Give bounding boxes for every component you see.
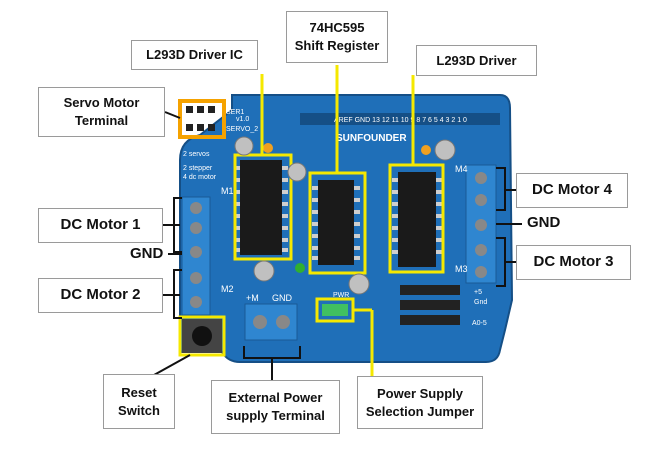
callout-power-jumper: Power Supply Selection Jumper [357,376,483,429]
board-text-dc: 4 dc motor [183,174,217,181]
servo-terminal-line2: Terminal [74,113,129,128]
board-text-stepper: 2 stepper [183,165,213,172]
top-header [300,113,500,125]
reset-button-graphic [182,319,222,353]
capacitors [234,136,456,295]
power-label-m: +M [246,293,259,303]
black-leaders [153,111,522,380]
board-text-servos: 2 servos [183,151,210,158]
dc-motor-2-text: DC Motor 2 [60,286,141,304]
shift-register-line1: 74HC595 [309,20,365,36]
gnd-right-text: GND [527,214,561,231]
power-jumper-graphic [322,304,348,316]
external-power-line1: External Power [228,390,323,406]
port-label-m1: M1 [221,186,234,196]
chip-ic1 [234,160,288,255]
servo-label-2: SERVO_2 [226,126,258,133]
servo-label-1: SER1 [226,109,244,116]
ext-power-terminal [244,303,298,341]
callout-reset-switch: Reset Switch [103,374,175,429]
chip-shift-register [312,180,360,265]
gnd-left-text: GND [130,245,164,262]
callout-dc-motor-2: DC Motor 2 [38,278,163,313]
servo-header [178,99,226,139]
analog-header [400,285,460,325]
pwr-label: PWR [333,292,349,299]
left-terminals [181,196,211,316]
dc-motor-4-text: DC Motor 4 [532,181,612,199]
servo-terminal-line1: Servo Motor [63,95,140,111]
reset-highlight [178,315,226,357]
header-pin-labels: AREF GND 13 12 11 10 9 8 7 6 5 4 3 2 1 0 [334,117,467,124]
ic2-highlight [388,163,445,274]
power-jumper-line1: Power Supply [377,385,463,401]
shift-register-line2: Shift Register [294,38,380,53]
port-label-m2: M2 [221,284,234,294]
gnd-right-label: GND [527,214,560,231]
dc-motor-1-text: DC Motor 1 [60,216,141,234]
label-a05: A0-5 [472,320,487,327]
chip-ic2 [392,172,442,267]
label-plus5: +5 [474,289,482,296]
callout-dc-motor-3: DC Motor 3 [516,245,631,280]
leader-lines [260,65,415,376]
l293d-driver-text: L293D Driver [436,52,517,68]
callout-l293d-ic: L293D Driver IC [131,40,258,70]
version-label: v1.0 [236,116,249,123]
reset-switch-line2: Switch [118,402,160,418]
callout-l293d-driver: L293D Driver [416,45,537,76]
callout-servo-terminal: Servo Motor Terminal [38,87,165,137]
brand-label: SUNFOUNDER [336,133,407,144]
l293d-ic-text: L293D Driver IC [146,47,243,63]
callout-dc-motor-1: DC Motor 1 [38,208,163,243]
gnd-left-label: GND [130,245,163,262]
port-label-m4: M4 [455,164,468,174]
label-gnd-small: Gnd [474,299,487,306]
callout-shift-register: 74HC595 Shift Register [286,11,388,63]
port-label-m3: M3 [455,264,468,274]
reset-switch-line1: Reset [121,384,157,400]
external-power-line2: supply Terminal [226,408,325,423]
power-jumper-line2: Selection Jumper [365,403,475,419]
right-terminals [465,164,497,284]
callout-external-power: External Power supply Terminal [211,380,340,434]
dc-motor-3-text: DC Motor 3 [533,253,614,271]
power-label-gnd: GND [272,293,293,303]
callout-dc-motor-4: DC Motor 4 [516,173,628,208]
